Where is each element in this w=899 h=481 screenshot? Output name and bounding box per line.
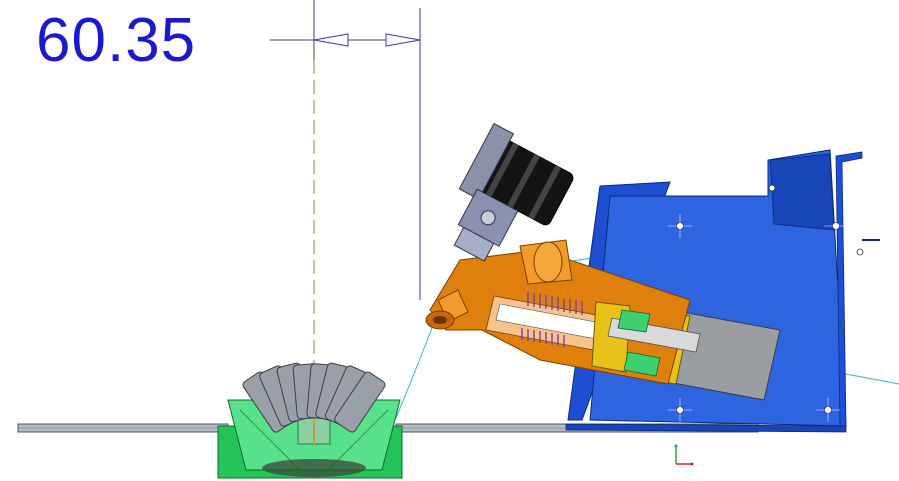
- dimension-value: 60.35: [36, 6, 197, 75]
- nozzle-fan: [242, 362, 386, 433]
- motor-assembly: [453, 122, 574, 262]
- dimension-arrow-left: [313, 33, 349, 47]
- dimension-annotation: [270, 0, 421, 300]
- axis-triad-icon: [674, 444, 694, 466]
- dimension-arrow-right: [385, 33, 421, 47]
- orange-dispense-head: [425, 239, 701, 385]
